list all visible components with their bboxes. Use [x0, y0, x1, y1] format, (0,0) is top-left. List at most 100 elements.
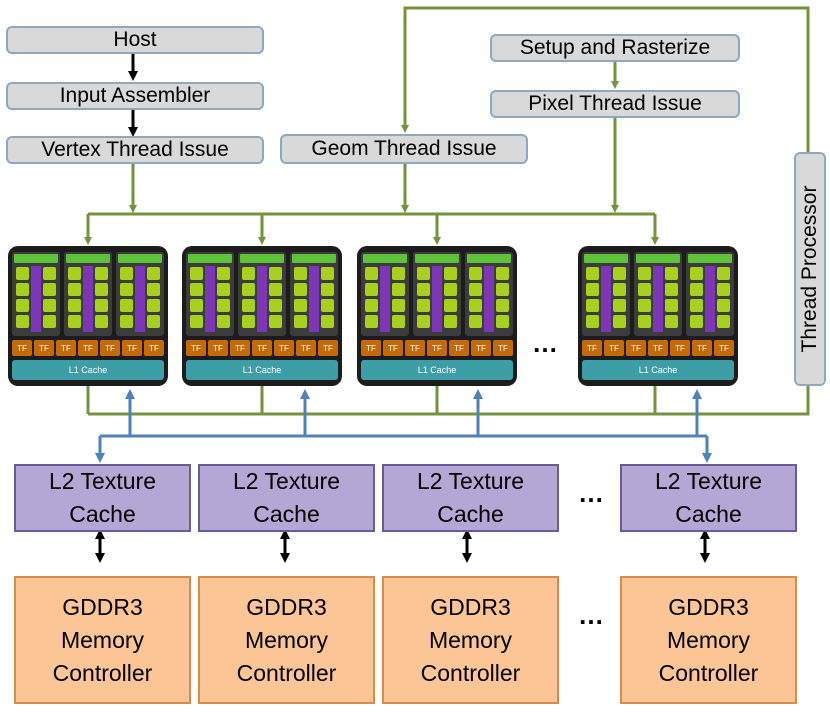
sp-core: [190, 315, 203, 328]
sp-core: [613, 315, 626, 328]
sp-core: [469, 315, 482, 328]
sp-core: [242, 267, 255, 280]
sp-core: [68, 283, 81, 296]
setup-rasterize-box: Setup and Rasterize: [490, 34, 740, 62]
geom-thread-issue-box: Geom Thread Issue: [280, 134, 528, 164]
sp-core: [444, 315, 457, 328]
sp-core: [242, 315, 255, 328]
sp-core: [365, 315, 378, 328]
sp-core: [392, 283, 405, 296]
sp-core: [690, 315, 703, 328]
sm-header: [66, 254, 110, 263]
sp-core: [120, 283, 133, 296]
sp-core: [269, 267, 282, 280]
streaming-multiprocessor: [634, 252, 682, 336]
sp-core: [392, 315, 405, 328]
thread-processor-label: Thread Processor: [798, 185, 821, 353]
texture-filter-unit: TF: [493, 340, 513, 356]
l2-ellipsis: …: [578, 478, 605, 508]
sp-core: [190, 267, 203, 280]
gddr3-memory-controller: GDDR3 Memory Controller: [198, 576, 375, 704]
streaming-multiprocessor: [686, 252, 734, 336]
sp-core: [269, 283, 282, 296]
l2-texture-cache: L2 Texture Cache: [198, 464, 375, 532]
sp-core: [217, 267, 230, 280]
sp-core: [469, 299, 482, 312]
texture-filter-unit: TF: [449, 340, 469, 356]
sp-core: [43, 283, 56, 296]
sp-core: [638, 267, 651, 280]
streaming-multiprocessor: [186, 252, 234, 336]
sp-core: [417, 267, 430, 280]
l2-line-2: Cache: [253, 501, 320, 527]
l2-texture-cache: L2 Texture Cache: [14, 464, 191, 532]
sp-core: [392, 267, 405, 280]
sp-core: [16, 315, 29, 328]
sp-core: [417, 299, 430, 312]
sp-core: [496, 283, 509, 296]
streaming-multiprocessor: [64, 252, 112, 336]
sm-header: [584, 254, 628, 263]
sp-core: [638, 315, 651, 328]
sp-core: [717, 267, 730, 280]
input-assembler-box: Input Assembler: [6, 82, 264, 110]
sp-core: [95, 299, 108, 312]
sp-core: [147, 315, 160, 328]
texture-filter-unit: TF: [144, 340, 164, 356]
texture-filter-unit: TF: [78, 340, 98, 356]
gddr3-memory-controller: GDDR3 Memory Controller: [620, 576, 797, 704]
sm-header: [415, 254, 459, 263]
sp-core: [586, 267, 599, 280]
sp-core: [190, 299, 203, 312]
gddr-line-1: GDDR3: [246, 593, 327, 620]
sm-header: [292, 254, 336, 263]
sp-core: [717, 315, 730, 328]
sp-core: [68, 315, 81, 328]
sp-core: [120, 299, 133, 312]
sm-header: [688, 254, 732, 263]
l1-cache: L1 Cache: [186, 360, 338, 380]
sp-core: [242, 283, 255, 296]
sm-header: [118, 254, 162, 263]
sp-core: [665, 299, 678, 312]
thread-processor-box: Thread Processor: [794, 152, 826, 386]
l2-line-2: Cache: [675, 501, 742, 527]
sp-core: [417, 283, 430, 296]
sp-core: [613, 283, 626, 296]
streaming-multiprocessor: [116, 252, 164, 336]
l2-line-1: L2 Texture: [655, 468, 762, 494]
sp-core: [469, 283, 482, 296]
texture-filter-unit: TF: [122, 340, 142, 356]
geom-thread-issue-label: Geom Thread Issue: [311, 137, 497, 160]
sm-shared-unit: [601, 266, 611, 332]
sm-shared-unit: [257, 266, 267, 332]
gddr-line-2: Memory: [428, 626, 513, 653]
gddr-line-3: Controller: [236, 659, 337, 686]
gddr-line-1: GDDR3: [62, 593, 143, 620]
sp-core: [43, 315, 56, 328]
streaming-multiprocessor: [238, 252, 286, 336]
sp-core: [68, 267, 81, 280]
sp-core: [444, 299, 457, 312]
sp-core: [269, 299, 282, 312]
texture-filter-unit: TF: [186, 340, 206, 356]
sm-shared-unit: [653, 266, 663, 332]
sp-core: [147, 283, 160, 296]
streaming-multiprocessor: [582, 252, 630, 336]
sp-core: [690, 283, 703, 296]
texture-filter-unit: TF: [692, 340, 712, 356]
sp-core: [613, 267, 626, 280]
streaming-multiprocessor: [290, 252, 338, 336]
sp-core: [586, 315, 599, 328]
l1-cache: L1 Cache: [582, 360, 734, 380]
gddr3-memory-controller: GDDR3 Memory Controller: [382, 576, 559, 704]
sp-core: [95, 267, 108, 280]
sp-core: [365, 267, 378, 280]
sp-core: [294, 315, 307, 328]
gddr-line-3: Controller: [52, 659, 153, 686]
texture-filter-unit: TF: [252, 340, 272, 356]
streaming-multiprocessor: [465, 252, 513, 336]
